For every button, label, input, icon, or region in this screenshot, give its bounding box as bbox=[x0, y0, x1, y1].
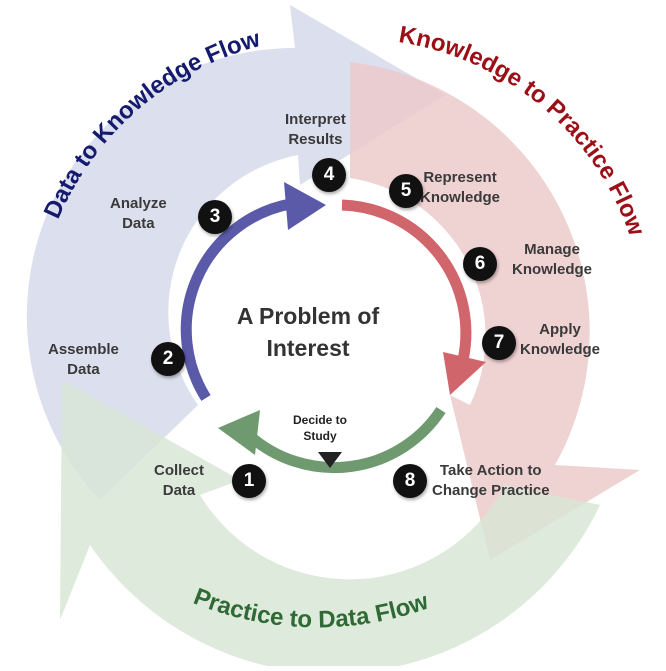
step-8-badge: 8 bbox=[393, 464, 427, 498]
step-8-line1: Take Action to bbox=[439, 462, 542, 479]
decide-line2: Study bbox=[303, 429, 337, 443]
step-4-line1: Interpret bbox=[285, 111, 346, 128]
decide-line1: Decide to bbox=[292, 413, 347, 427]
inner-green-arc bbox=[246, 406, 446, 474]
step-2-badge: 2 bbox=[151, 342, 185, 376]
step-1-badge: 1 bbox=[232, 464, 266, 498]
step-4-label: Interpret Results bbox=[285, 110, 346, 150]
center-title: A Problem of Interest bbox=[223, 300, 393, 364]
inner-red-arc bbox=[341, 199, 472, 362]
step-5-badge: 5 bbox=[389, 174, 423, 208]
step-3-line2: Data bbox=[122, 215, 155, 232]
step-4-line2: Results bbox=[288, 131, 343, 148]
decide-pointer-icon bbox=[318, 452, 342, 468]
step-8-line2: Change Practice bbox=[432, 482, 550, 499]
decide-to-study-label: Decide to Study bbox=[280, 412, 360, 444]
step-6-line1: Manage bbox=[524, 241, 580, 258]
inner-green-arrowhead bbox=[218, 410, 260, 455]
step-5-label: Represent Knowledge bbox=[420, 168, 500, 208]
step-2-label: Assemble Data bbox=[48, 340, 119, 380]
inner-blue-arrowhead bbox=[284, 182, 326, 230]
step-1-line2: Data bbox=[162, 482, 196, 499]
step-7-badge: 7 bbox=[482, 326, 516, 360]
center-title-line1: A Problem of bbox=[236, 303, 380, 329]
step-7-line1: Apply bbox=[539, 321, 581, 338]
step-6-label: Manage Knowledge bbox=[512, 240, 592, 280]
center-title-line2: Interest bbox=[266, 335, 350, 361]
step-3-badge: 3 bbox=[198, 200, 232, 234]
step-2-line2: Data bbox=[67, 361, 100, 378]
practice-to-data-band bbox=[60, 380, 600, 671]
step-8-label: Take Action to Change Practice bbox=[432, 461, 550, 501]
inner-red-arrowhead bbox=[443, 352, 486, 395]
step-7-line2: Knowledge bbox=[520, 341, 601, 358]
step-4-badge: 4 bbox=[312, 158, 346, 192]
step-1-line1: Collect bbox=[154, 462, 205, 479]
step-5-line2: Knowledge bbox=[420, 189, 501, 206]
data-to-knowledge-band bbox=[26, 5, 446, 500]
step-2-line1: Assemble bbox=[48, 341, 119, 358]
step-6-badge: 6 bbox=[463, 247, 497, 281]
step-7-label: Apply Knowledge bbox=[520, 320, 600, 360]
step-5-line1: Represent bbox=[423, 169, 497, 186]
step-3-line1: Analyze bbox=[110, 195, 167, 212]
inner-blue-arc bbox=[180, 198, 292, 401]
step-3-label: Analyze Data bbox=[110, 194, 167, 234]
step-6-line2: Knowledge bbox=[512, 261, 593, 278]
step-1-label: Collect Data bbox=[154, 461, 204, 501]
